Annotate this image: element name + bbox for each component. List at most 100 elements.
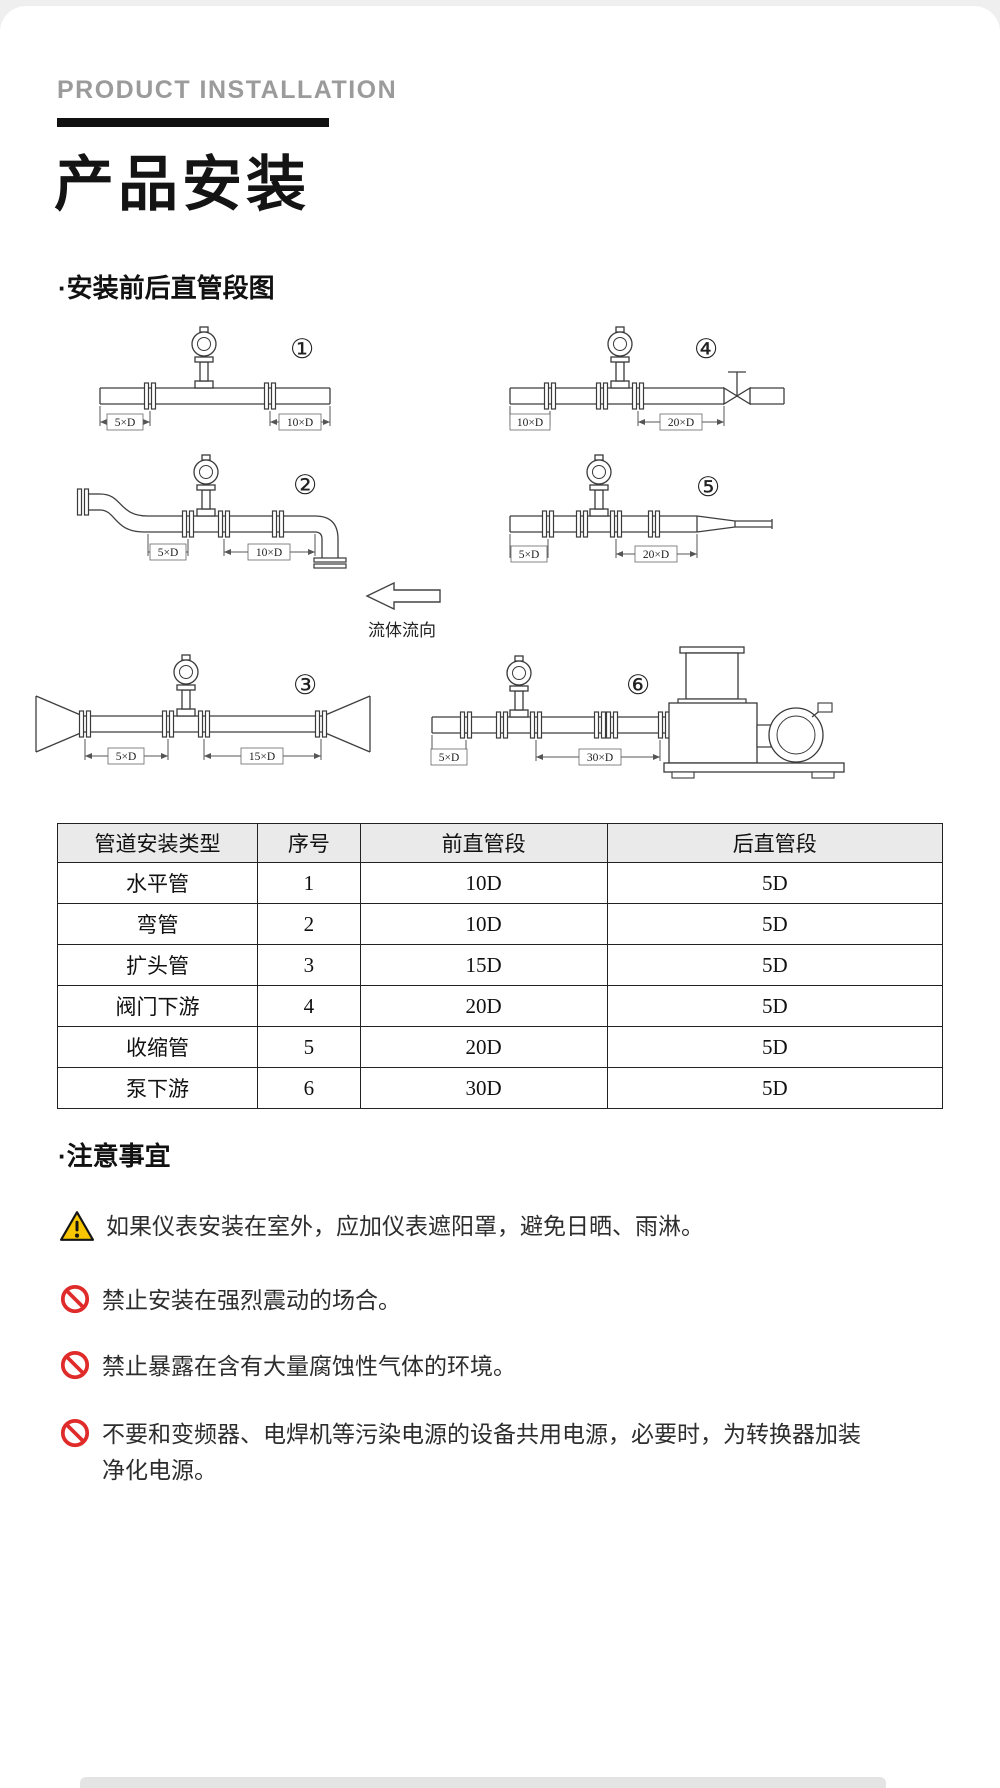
dimension-label: 10×D [287,417,313,429]
table-row: 泵下游 6 30D 5D [57,1067,944,1109]
table-cell: 15D [359,944,608,986]
table-cell: 4 [257,985,361,1027]
flange-icon [657,711,671,739]
flange-icon [595,382,609,410]
dimension-left: 5×D [99,406,151,431]
table-cell: 5 [257,1026,361,1068]
eyebrow-title: PRODUCT INSTALLATION [57,76,398,104]
table-cell: 5D [606,1067,944,1109]
flange-icon [593,711,607,739]
note-text: 如果仪表安装在室外，应加仪表遮阳罩，避免日晒、雨淋。 [106,1213,704,1239]
table-cell: 20D [359,985,608,1027]
flowmeter-transmitter-icon [586,454,612,517]
flange-icon [529,711,543,739]
table-cell: 5D [606,1026,944,1068]
table-header-cell: 后直管段 [606,823,944,863]
dimension-label: 15×D [249,751,275,763]
table-row: 阀门下游 4 20D 5D [57,985,944,1027]
dimension-label: 5×D [158,547,179,559]
flow-direction-arrow-icon [365,581,441,611]
dimension-label: 5×D [115,417,136,429]
flange-icon [78,710,92,738]
diagram-1-horizontal-pipe: 5×D 10×D [99,326,331,431]
flange-icon [143,382,157,410]
diagram-number: ② [293,470,318,500]
title-underline-bar [57,118,329,127]
table-header-cell: 序号 [257,823,361,863]
dimension-label: 20×D [643,549,669,561]
diagram-5-reducer-pipe: 5×D 20×D [509,454,773,563]
table-row: 扩头管 3 15D 5D [57,944,944,986]
pump-icon [663,646,845,779]
table-cell: 20D [359,1026,608,1068]
pipe [99,387,331,405]
dimension-right: 10×D [223,534,316,561]
table-cell: 6 [257,1067,361,1109]
table-cell: 5D [606,944,944,986]
table-cell: 泵下游 [57,1067,258,1109]
dimension-label: 5×D [116,751,137,763]
table-cell: 收缩管 [57,1026,258,1068]
flange-icon [543,382,557,410]
diagram-4-valve-downstream: 10×D 20×D [509,326,785,431]
note-item: 不要和变频器、电焊机等污染电源的设备共用电源，必要时，为转换器加装净化电源。 [60,1416,886,1489]
dimension-label: 10×D [517,417,543,429]
flange-icon [181,510,195,538]
section-heading-straight-pipe: ·安装前后直管段图 [58,273,275,303]
diagram-number: ④ [694,334,719,364]
dimension-label: 20×D [668,417,694,429]
table-cell: 阀门下游 [57,985,258,1027]
warning-icon [60,1211,94,1241]
diagram-number: ⑥ [626,670,651,700]
flange-icon [647,510,661,538]
dimension-right: 20×D [615,534,698,563]
dimension-left: 5×D [147,534,189,561]
table-cell: 10D [359,903,608,945]
table-cell: 30D [359,1067,608,1109]
dimension-label: 5×D [519,549,540,561]
diagram-2-bend-pipe: 5×D 10×D [76,454,347,569]
flowmeter-transmitter-icon [193,454,219,517]
flange-icon [271,510,285,538]
diagram-number: ⑤ [696,472,721,502]
prohibited-icon [60,1350,90,1380]
note-text: 禁止暴露在含有大量腐蚀性气体的环境。 [102,1353,516,1379]
flowmeter-transmitter-icon [506,655,532,718]
table-cell: 5D [606,903,944,945]
dimension-left: 5×D [509,534,549,563]
flange-icon [605,711,619,739]
table-cell: 5D [606,862,944,904]
dimension-label: 5×D [439,752,460,764]
table-cell: 1 [257,862,361,904]
table-row: 收缩管 5 20D 5D [57,1026,944,1068]
flange-icon [631,382,645,410]
diagram-number: ③ [293,670,318,700]
prohibited-icon [60,1418,90,1448]
dimension-right: 20×D [637,406,725,431]
flange-icon [217,510,231,538]
dimension-right: 15×D [203,739,322,765]
page-title: 产品安装 [54,151,310,218]
note-item: 禁止安装在强烈震动的场合。 [60,1282,886,1318]
table-header-cell: 前直管段 [359,823,608,863]
flange-icon [197,710,211,738]
flowmeter-transmitter-icon [607,326,633,389]
flow-direction-label: 流体流向 [368,621,436,640]
table-row: 水平管 1 10D 5D [57,862,944,904]
dimension-label: 30×D [587,752,613,764]
dimension-right: 30×D [535,740,661,766]
pipe [509,515,773,533]
dimension-left: 5×D [430,735,468,766]
table-row: 弯管 2 10D 5D [57,903,944,945]
flange-icon [495,711,509,739]
note-item: 如果仪表安装在室外，应加仪表遮阳罩，避免日晒、雨淋。 [60,1208,886,1244]
table-cell: 3 [257,944,361,986]
flange-icon [541,510,555,538]
table-cell: 2 [257,903,361,945]
dimension-left: 10×D [509,406,551,431]
table-cell: 弯管 [57,903,258,945]
table-cell: 扩头管 [57,944,258,986]
table-header-cell: 管道安装类型 [57,823,258,863]
flowmeter-transmitter-icon [173,654,199,717]
